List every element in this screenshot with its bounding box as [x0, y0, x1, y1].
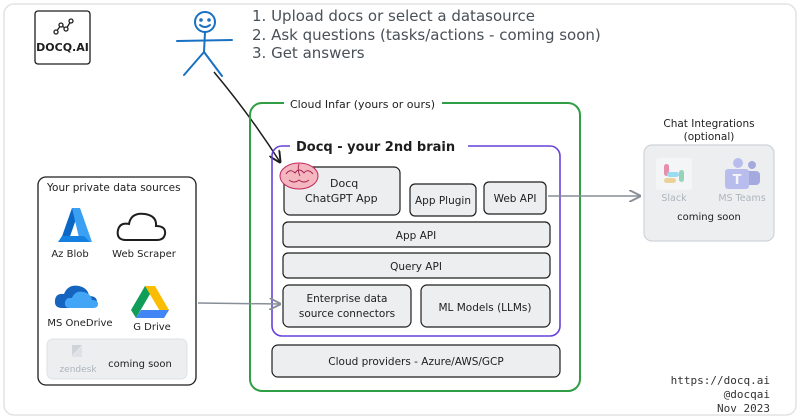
teams-t-glyph: T: [733, 173, 742, 188]
private-sources-box: [37, 176, 197, 386]
app-api-label: App API: [396, 230, 436, 242]
cloud-infra-label: Cloud Infar (yours or ours): [290, 98, 435, 111]
sources-to-connectors-arrow: [197, 303, 280, 304]
chatgpt-app-line1: Docq: [330, 177, 358, 190]
step-2: 2. Ask questions (tasks/actions - coming…: [252, 26, 601, 44]
slack-label: Slack: [661, 193, 687, 204]
chat-integrations-title-2: (optional): [684, 131, 735, 143]
page-frame: [3, 3, 797, 416]
source-gdrive-label: G Drive: [133, 322, 171, 333]
steps-list: 1. Upload docs or select a datasource 2.…: [252, 7, 601, 62]
step-3: 3. Get answers: [252, 44, 365, 62]
query-api-box: [282, 252, 551, 279]
step-1: 1. Upload docs or select a datasource: [252, 7, 535, 25]
web-api-box: [483, 181, 547, 215]
teams-label: MS Teams: [718, 193, 765, 204]
logo: DOCQ.AI: [34, 10, 91, 65]
app-plugin-label: App Plugin: [415, 195, 471, 207]
zendesk-coming-soon-text: coming soon: [108, 359, 172, 370]
cloud-providers-box: [271, 344, 561, 378]
chatgpt-app-line2: ChatGPT App: [305, 192, 378, 205]
cloud-providers-label: Cloud providers - Azure/AWS/GCP: [328, 356, 503, 368]
app-plugin-box: [409, 183, 477, 217]
azure-blob-icon: [58, 208, 92, 242]
zendesk-icon: [72, 345, 82, 357]
web-api-label: Web API: [494, 193, 537, 205]
chat-coming-soon-text: coming soon: [677, 212, 741, 223]
ml-models-box: [420, 284, 551, 328]
connectors-line1: Enterprise data: [306, 293, 387, 305]
slack-icon: [656, 158, 692, 190]
chat-integrations-title-1: Chat Integrations: [663, 118, 754, 130]
query-api-label: Query API: [390, 261, 442, 273]
footer-handle: @docqai: [724, 388, 770, 401]
stick-figure-user-icon: [176, 11, 233, 77]
google-drive-icon: [131, 286, 169, 318]
docq-title: Docq - your 2nd brain: [296, 140, 455, 155]
ms-teams-icon: T: [725, 158, 760, 189]
brain-icon: [279, 162, 319, 190]
connectors-line2: source connectors: [299, 308, 395, 320]
source-az-blob-label: Az Blob: [51, 249, 88, 260]
cloud-icon: [116, 212, 167, 241]
ml-models-label: ML Models (LLMs): [438, 302, 531, 314]
zendesk-logo-text: zendesk: [59, 365, 97, 375]
connectors-box: [282, 284, 412, 328]
docq-title-bg: [290, 136, 468, 156]
onedrive-icon: [54, 285, 98, 308]
chat-integrations-box: [643, 144, 775, 242]
app-api-box: [282, 221, 551, 248]
source-web-scraper-label: Web Scraper: [112, 249, 177, 260]
footer: https://docq.ai @docqai Nov 2023: [671, 374, 770, 415]
graph-network-icon: [53, 18, 74, 35]
footer-date: Nov 2023: [717, 402, 770, 415]
source-onedrive-label: MS OneDrive: [47, 318, 112, 329]
private-sources-title: Your private data sources: [46, 182, 181, 194]
footer-url: https://docq.ai: [671, 374, 770, 387]
cloud-infra-label-bg: [284, 94, 442, 112]
user-to-app-arrow: [213, 71, 280, 162]
logo-text: DOCQ.AI: [36, 41, 89, 54]
